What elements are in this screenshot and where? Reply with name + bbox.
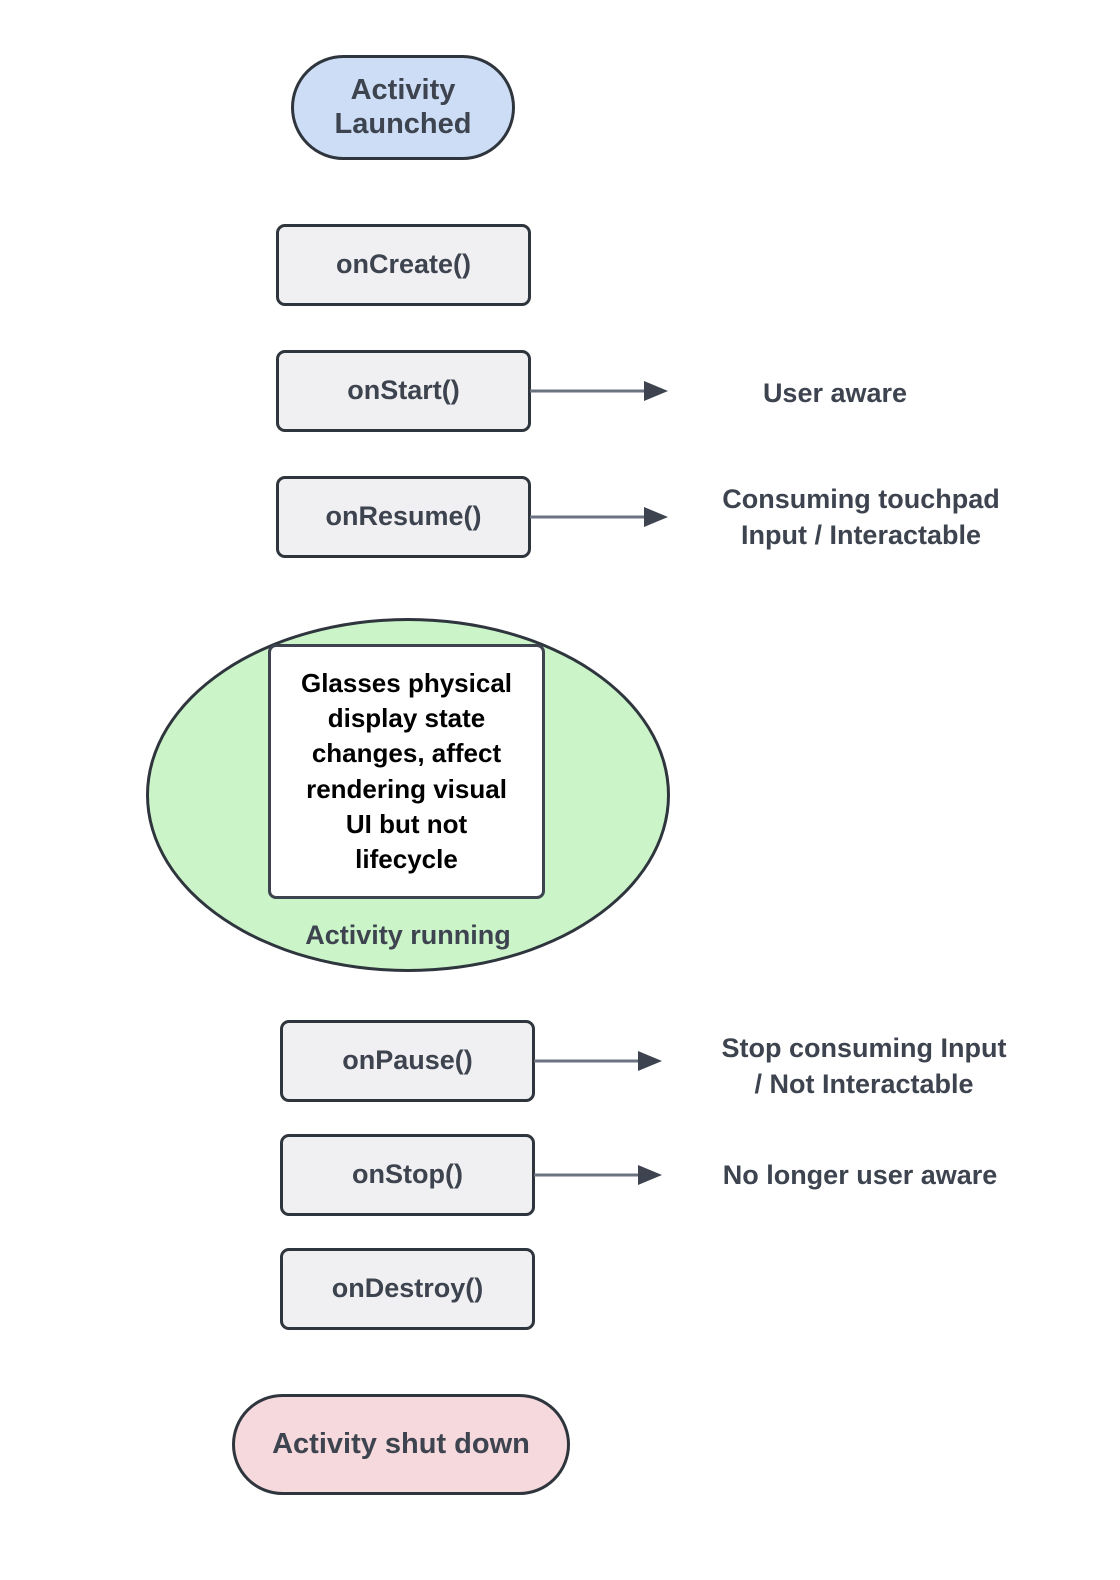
node-onstop-label: onStop() xyxy=(352,1159,463,1190)
note-line-4: rendering visual xyxy=(306,773,507,804)
note-line-1: Glasses physical xyxy=(300,668,513,699)
node-activity-launched: Activity Launched xyxy=(291,55,515,160)
node-onstop: onStop() xyxy=(280,1134,535,1216)
node-ondestroy: onDestroy() xyxy=(280,1248,535,1330)
annotation-consuming-input: Consuming touchpad Input / Interactable xyxy=(666,481,1056,554)
node-activity-launched-label-line2: Launched xyxy=(334,107,472,140)
arrow-onstart-to-user-aware xyxy=(530,379,670,403)
annotation-no-longer-user-aware: No longer user aware xyxy=(660,1157,1060,1193)
node-oncreate-label: onCreate() xyxy=(335,249,471,280)
node-activity-shut-down: Activity shut down xyxy=(232,1394,570,1495)
arrow-onpause-to-stop-consuming-input xyxy=(534,1049,674,1073)
annotation-stop-consuming-input-line2: / Not Interactable xyxy=(754,1069,974,1100)
node-activity-launched-label: Activity Launched xyxy=(335,74,472,141)
node-oncreate: onCreate() xyxy=(276,224,531,306)
annotation-consuming-input-line1: Consuming touchpad xyxy=(722,484,1000,514)
node-activity-shut-down-label: Activity shut down xyxy=(272,1427,530,1460)
note-line-6: lifecycle xyxy=(355,843,458,874)
note-glasses-display-state-text: Glasses physical display state changes, … xyxy=(301,666,512,877)
annotation-stop-consuming-input-line1: Stop consuming Input xyxy=(721,1033,1007,1063)
annotation-no-longer-user-aware-line1: No longer user aware xyxy=(722,1160,998,1190)
node-onresume-label: onResume() xyxy=(325,501,482,532)
arrow-onresume-to-consuming-input xyxy=(530,505,670,529)
note-line-2: display state xyxy=(327,703,486,734)
arrow-onstop-to-no-longer-user-aware xyxy=(534,1163,674,1187)
node-activity-running-label: Activity running xyxy=(305,920,511,950)
node-onpause: onPause() xyxy=(280,1020,535,1102)
node-onresume: onResume() xyxy=(276,476,531,558)
node-onstart-label: onStart() xyxy=(347,375,460,406)
node-activity-launched-label-line1: Activity xyxy=(350,74,456,107)
annotation-user-aware-line1: User aware xyxy=(762,378,908,408)
node-ondestroy-label: onDestroy() xyxy=(331,1273,484,1304)
node-onpause-label: onPause() xyxy=(342,1045,473,1076)
annotation-user-aware: User aware xyxy=(690,375,980,411)
note-line-5: UI but not xyxy=(345,808,468,839)
node-onstart: onStart() xyxy=(276,350,531,432)
note-glasses-display-state: Glasses physical display state changes, … xyxy=(268,644,545,899)
annotation-stop-consuming-input: Stop consuming Input / Not Interactable xyxy=(660,1030,1068,1103)
annotation-consuming-input-line2: Input / Interactable xyxy=(740,520,982,551)
note-line-3: changes, affect xyxy=(311,738,502,769)
